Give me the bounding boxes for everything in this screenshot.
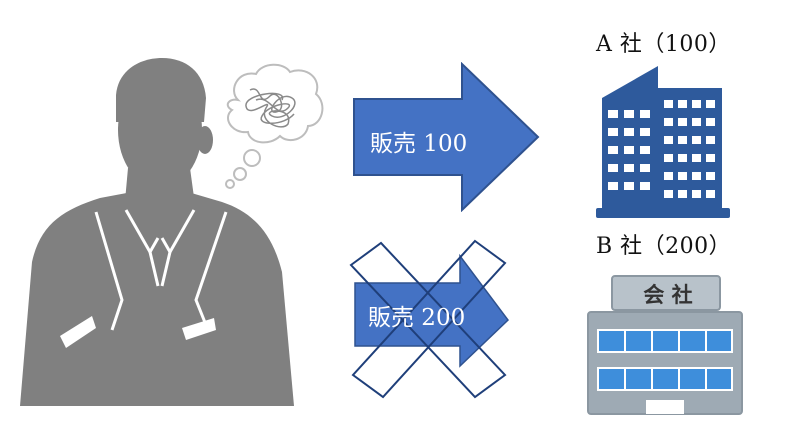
sale-arrow-100 bbox=[353, 62, 540, 212]
sale-arrow-100-label: 販売 100 bbox=[370, 131, 468, 157]
sale-arrow-200-label: 販売 200 bbox=[368, 305, 466, 331]
businessman-silhouette bbox=[20, 58, 294, 406]
company-b-sign-text: 会 社 bbox=[643, 283, 693, 307]
cross-out-mark bbox=[349, 239, 507, 399]
company-b-building-icon bbox=[587, 275, 743, 415]
company-a-building-icon bbox=[596, 66, 730, 218]
company-a-label: A 社（100） bbox=[596, 32, 731, 57]
thought-bubble bbox=[225, 63, 324, 189]
company-b-label: B 社（200） bbox=[596, 234, 732, 259]
